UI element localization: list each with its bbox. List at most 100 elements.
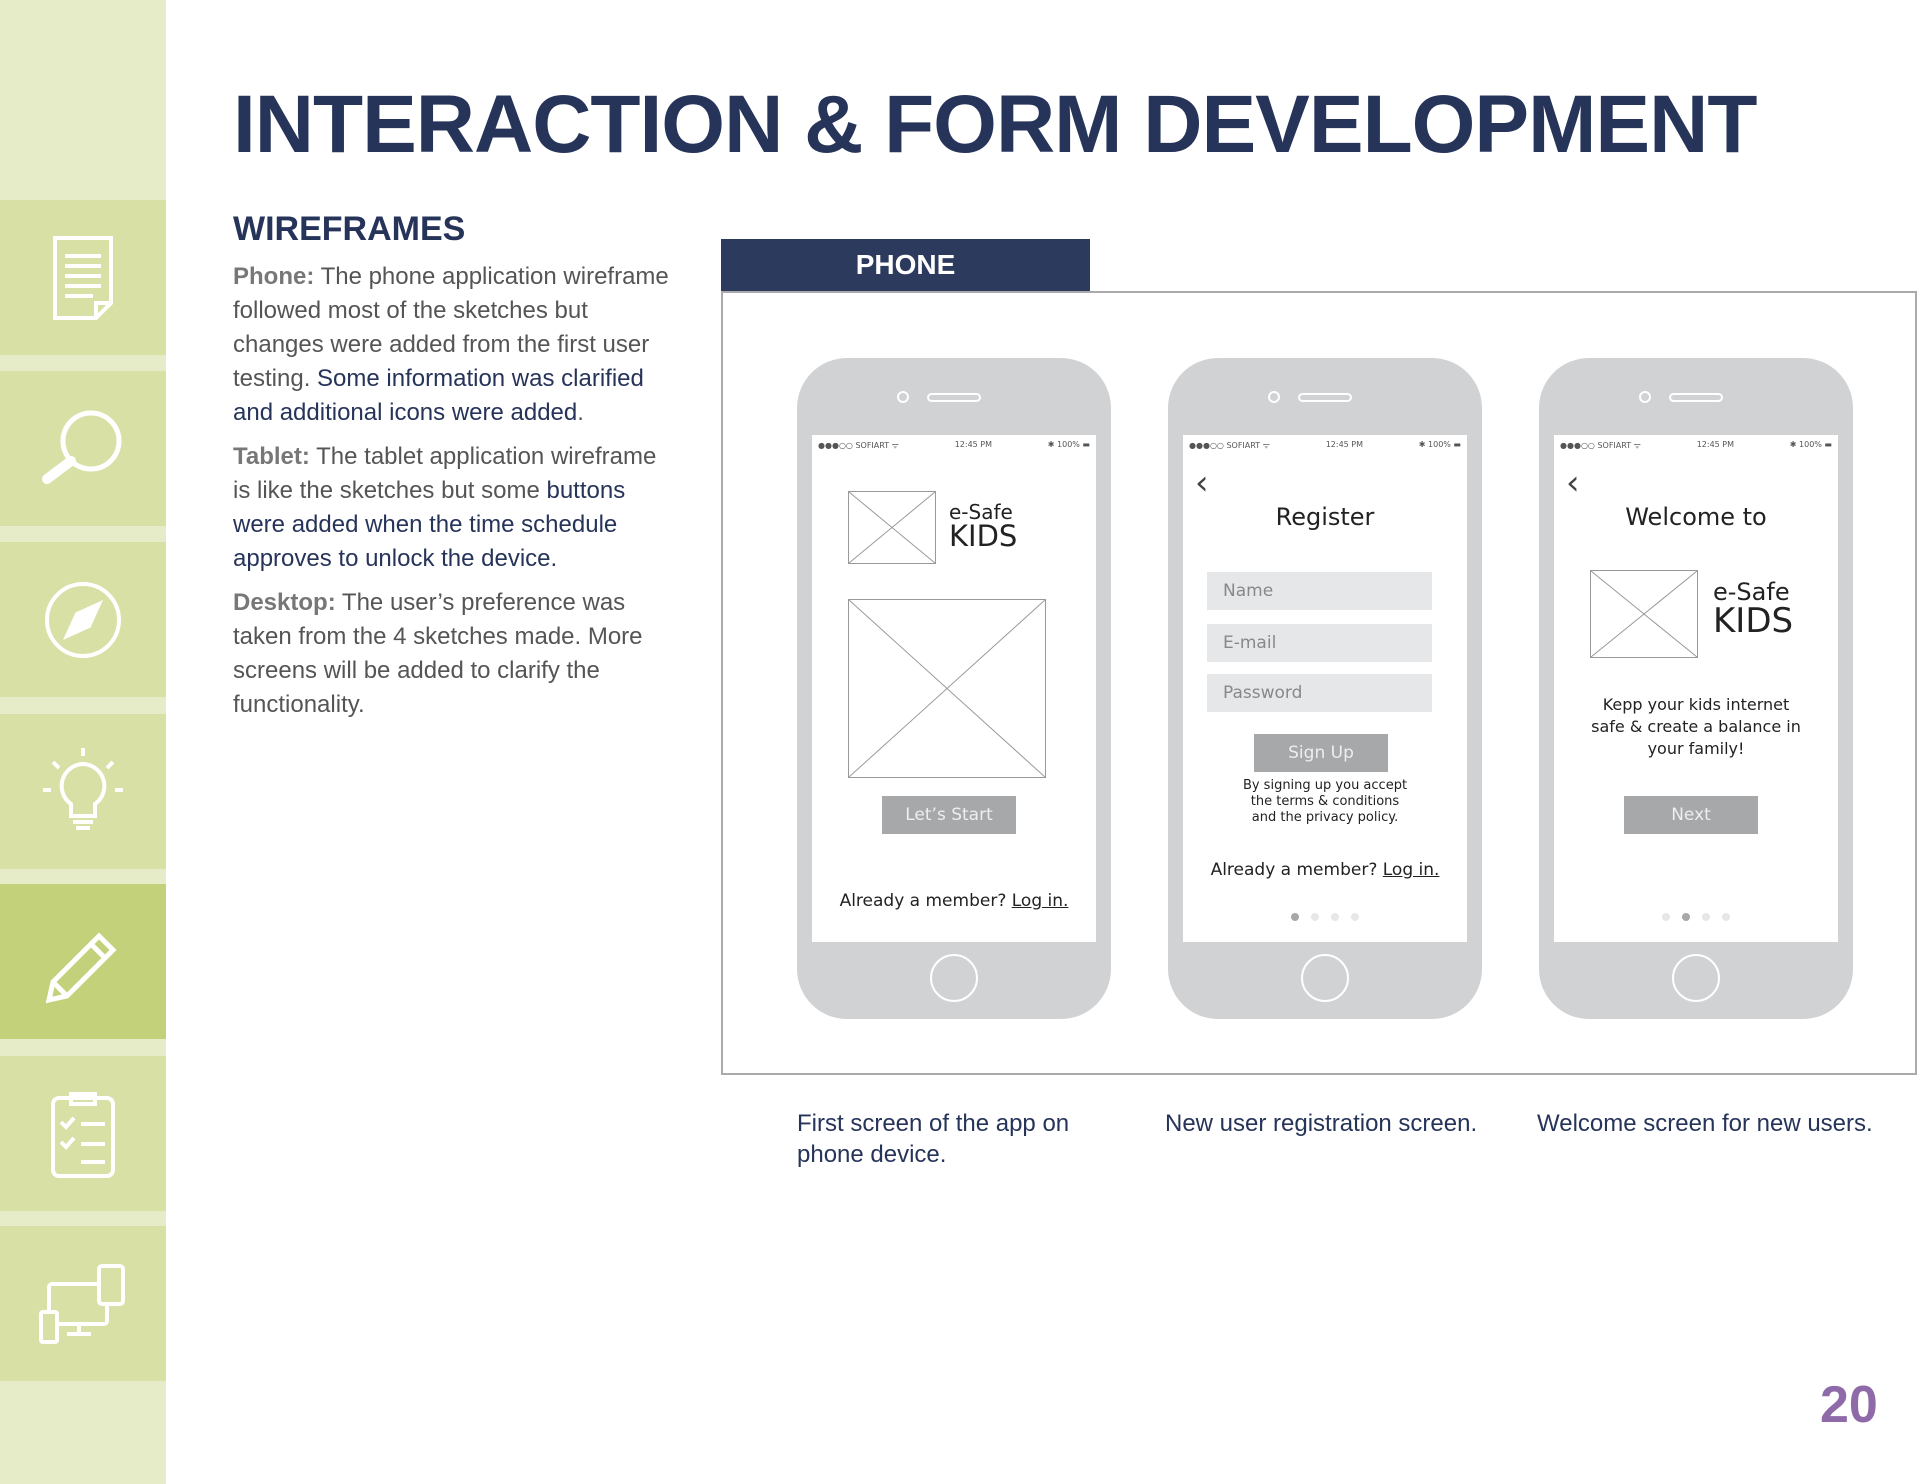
- text: The phone application wireframe followed…: [233, 263, 669, 392]
- login-link[interactable]: Log in.: [1011, 891, 1069, 911]
- carrier: ●●●○○ SOFIART ᯤ: [818, 441, 899, 450]
- member-prompt: Already a member? Log in.: [812, 891, 1096, 911]
- sidebar-item-idea[interactable]: [0, 714, 166, 869]
- sidebar-item-search[interactable]: [0, 371, 166, 526]
- text: .: [577, 399, 584, 426]
- speaker: [1669, 393, 1723, 402]
- pencil-icon: [45, 931, 117, 1003]
- brand-big: KIDS: [949, 519, 1018, 553]
- caption-2: New user registration screen.: [1165, 1110, 1478, 1137]
- sidebar-item-document[interactable]: [0, 200, 166, 355]
- battery: ✱ 100% ▬: [1789, 440, 1832, 449]
- page-dot: [1291, 913, 1299, 921]
- compass-icon: [45, 581, 121, 658]
- phone-tab[interactable]: PHONE: [721, 239, 1090, 291]
- back-chevron-icon[interactable]: ‹: [1566, 463, 1580, 503]
- tablet-paragraph: Tablet: The tablet application wireframe…: [233, 440, 673, 576]
- member-text: Already a member?: [839, 891, 1012, 911]
- camera: [1639, 391, 1651, 403]
- battery: ✱ 100% ▬: [1047, 440, 1090, 449]
- search-icon: [42, 410, 122, 484]
- caption-3: Welcome screen for new users.: [1537, 1110, 1873, 1137]
- phone-screen: ●●●○○ SOFIART ᯤ 12:45 PM ✱ 100% ▬ ‹ Welcom…: [1554, 435, 1838, 942]
- sidebar-item-compass[interactable]: [0, 542, 166, 697]
- document-icon: [53, 235, 113, 320]
- page-dot: [1351, 913, 1359, 921]
- time: 12:45 PM: [1696, 440, 1735, 449]
- welcome-heading: Welcome to: [1625, 503, 1767, 531]
- next-button[interactable]: Next: [1624, 796, 1758, 834]
- phone-paragraph: Phone: The phone application wireframe f…: [233, 260, 673, 430]
- sidebar: [0, 0, 166, 1484]
- page-dot: [1331, 913, 1339, 921]
- caption-1: First screen of the app on phone device.: [797, 1110, 1070, 1168]
- label: Desktop:: [233, 589, 336, 616]
- carrier: ●●●○○ SOFIART ᯤ: [1189, 441, 1270, 450]
- sidebar-item-pencil[interactable]: [0, 884, 166, 1039]
- phone-mockup-3: ●●●○○ SOFIART ᯤ 12:45 PM ✱ 100% ▬ ‹ Welcom…: [1539, 358, 1853, 1019]
- description: Phone: The phone application wireframe f…: [233, 260, 673, 732]
- member-text: Already a member?: [1210, 860, 1383, 880]
- logo-image-placeholder: [848, 491, 936, 564]
- speaker: [1298, 393, 1352, 402]
- time: 12:45 PM: [1325, 440, 1364, 449]
- wireframe-panel: [721, 291, 1917, 1075]
- time: 12:45 PM: [954, 440, 993, 449]
- home-button: [930, 954, 978, 1002]
- page-dot: [1311, 913, 1319, 921]
- home-button: [1672, 954, 1720, 1002]
- text: The tablet application wireframe is like…: [233, 443, 657, 504]
- logo-image-placeholder: [1590, 570, 1698, 658]
- lightbulb-icon: [43, 747, 123, 830]
- back-chevron-icon[interactable]: ‹: [1195, 463, 1209, 503]
- label: Tablet:: [233, 443, 310, 470]
- camera: [1268, 391, 1280, 403]
- text: The user’s preference was taken from the…: [233, 589, 643, 718]
- status-bar: ●●●○○ SOFIART ᯤ 12:45 PM ✱ 100% ▬: [1189, 440, 1461, 451]
- battery: ✱ 100% ▬: [1418, 440, 1461, 449]
- sidebar-item-devices[interactable]: [0, 1226, 166, 1381]
- page-dot: [1722, 913, 1730, 921]
- home-button: [1301, 954, 1349, 1002]
- page-number: 20: [1820, 1376, 1878, 1434]
- section-heading: WIREFRAMES: [233, 210, 466, 248]
- email-field[interactable]: E-mail: [1207, 624, 1432, 662]
- register-heading: Register: [1275, 503, 1375, 531]
- terms-text: By signing up you accept the terms & con…: [1242, 778, 1408, 825]
- brand-big: KIDS: [1713, 601, 1794, 641]
- page-dot: [1702, 913, 1710, 921]
- brand-small: e-Safe: [1713, 578, 1790, 606]
- label: Phone:: [233, 263, 315, 290]
- page-dot: [1682, 913, 1690, 921]
- phone-screen: ●●●○○ SOFIART ᯤ 12:45 PM ✱ 100% ▬ ‹ Regist…: [1183, 435, 1467, 942]
- status-bar: ●●●○○ SOFIART ᯤ 12:45 PM ✱ 100% ▬: [1560, 440, 1832, 451]
- page-indicator: [1554, 913, 1838, 921]
- welcome-text: Kepp your kids internet safe & create a …: [1591, 695, 1801, 758]
- page-indicator: [1183, 913, 1467, 921]
- status-bar: ●●●○○ SOFIART ᯤ 12:45 PM ✱ 100% ▬: [818, 440, 1090, 451]
- login-link[interactable]: Log in.: [1382, 860, 1440, 880]
- carrier: ●●●○○ SOFIART ᯤ: [1560, 441, 1641, 450]
- sign-up-button[interactable]: Sign Up: [1254, 734, 1388, 772]
- text-bold: buttons were added when the time schedul…: [233, 477, 626, 572]
- password-field[interactable]: Password: [1207, 674, 1432, 712]
- devices-icon: [39, 1263, 125, 1344]
- page-title: INTERACTION & FORM DEVELOPMENT: [233, 79, 1757, 170]
- clipboard-checklist-icon: [51, 1091, 115, 1178]
- phone-mockup-2: ●●●○○ SOFIART ᯤ 12:45 PM ✱ 100% ▬ ‹ Regist…: [1168, 358, 1482, 1019]
- page-dot: [1662, 913, 1670, 921]
- speaker: [927, 393, 981, 402]
- brand-small: e-Safe: [949, 500, 1013, 524]
- desktop-paragraph: Desktop: The user’s preference was taken…: [233, 586, 673, 722]
- camera: [897, 391, 909, 403]
- name-field[interactable]: Name: [1207, 572, 1432, 610]
- hero-image-placeholder: [848, 599, 1046, 778]
- text-bold: Some information was clarified and addit…: [233, 365, 644, 426]
- lets-start-button[interactable]: Let’s Start: [882, 796, 1016, 834]
- sidebar-item-checklist[interactable]: [0, 1056, 166, 1211]
- member-prompt: Already a member? Log in.: [1183, 860, 1467, 880]
